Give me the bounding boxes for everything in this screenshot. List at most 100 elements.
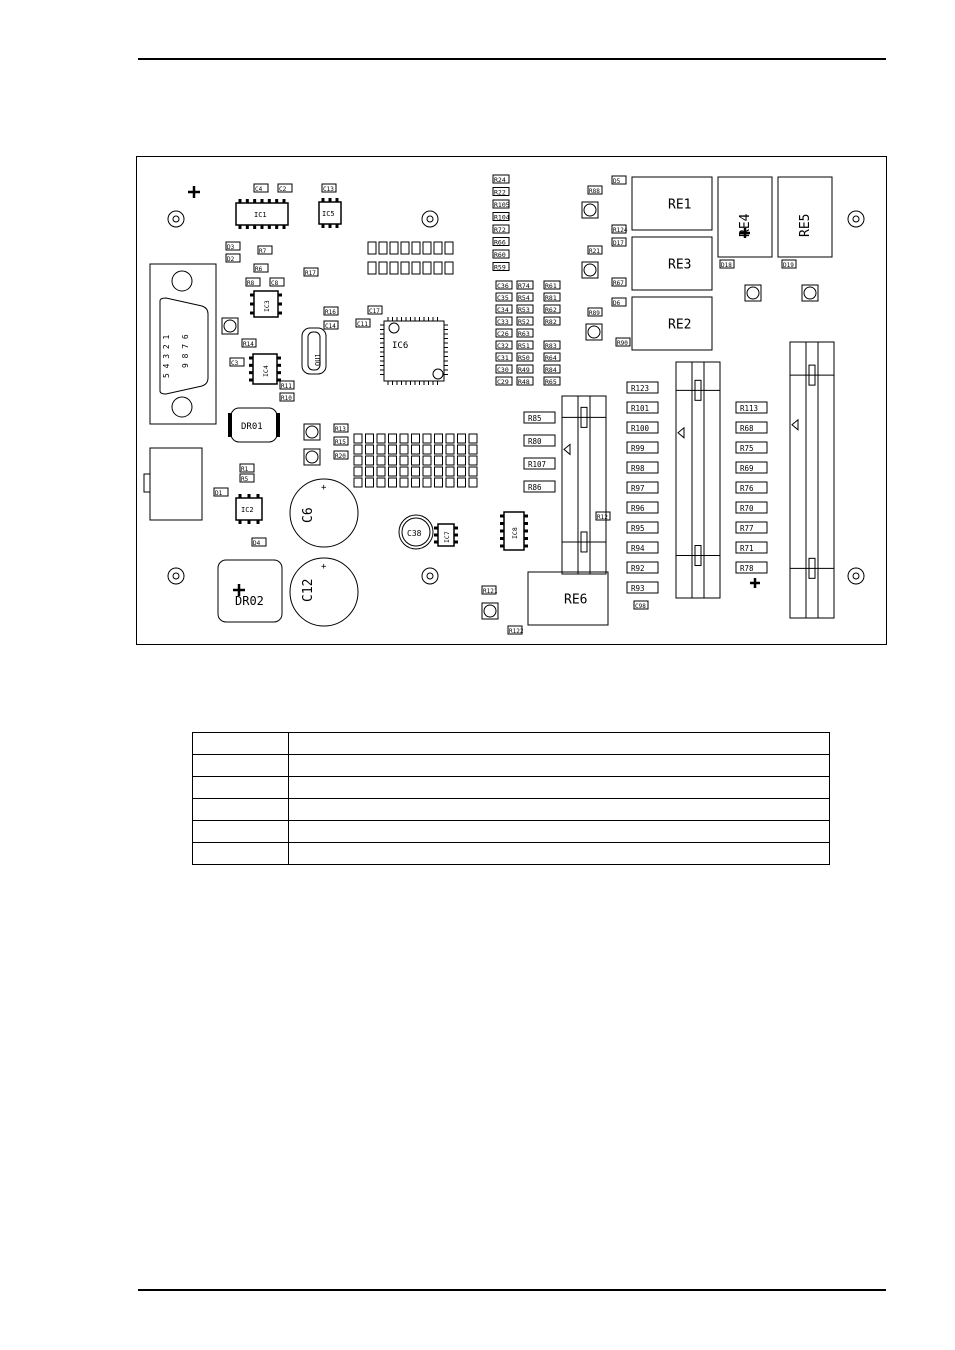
resistor-label: R107	[528, 460, 546, 469]
relay-label: RE1	[668, 198, 691, 213]
smd-body	[245, 277, 261, 287]
ic-ic5: IC5	[318, 198, 342, 228]
smd-label: D5	[613, 178, 621, 185]
smd-pad	[389, 241, 399, 255]
relay-label: RE5	[798, 214, 813, 237]
smd-pad	[376, 444, 386, 455]
resistor-body	[735, 441, 768, 454]
smd-label: C29	[497, 378, 509, 386]
terminal-block-2	[675, 361, 721, 599]
resistor-body	[523, 434, 556, 447]
label-r1: R1	[239, 463, 255, 473]
led-group	[221, 201, 819, 620]
resistor-label: R113	[740, 404, 758, 413]
smd-body	[495, 316, 513, 326]
relay-re2: RE2	[631, 296, 713, 351]
resistor-r92: R92	[626, 561, 659, 574]
smd-label: R20	[335, 453, 346, 460]
smd-label: C2	[279, 186, 287, 193]
relay-label: RE3	[668, 258, 691, 273]
smd-body	[239, 463, 255, 473]
resistor-label: R75	[740, 444, 754, 453]
label-c11: C11	[355, 318, 371, 328]
relay-label: RE4	[738, 213, 753, 237]
resistor-r94: R94	[626, 541, 659, 554]
smd-body	[229, 357, 245, 367]
smd-pad	[411, 455, 420, 466]
smd-body	[492, 199, 510, 209]
table-cell-value	[288, 820, 830, 843]
resistor-body	[735, 501, 768, 514]
smd-label: R5	[241, 476, 249, 483]
smd-body	[495, 364, 513, 374]
smd-r59: R59	[492, 262, 510, 272]
resistor-body	[735, 561, 768, 574]
resistor-r70: R70	[735, 501, 768, 514]
resistor-body	[626, 381, 659, 394]
smd-body	[516, 376, 534, 386]
smd-label: D19	[783, 262, 794, 269]
smd-c33: C33	[495, 316, 513, 326]
resistor-r95: R95	[626, 521, 659, 534]
smd-label: R83	[545, 342, 557, 350]
smd-body	[321, 183, 337, 193]
smd-label: R63	[518, 330, 530, 338]
smd-body	[719, 259, 735, 269]
smd-label: R52	[518, 318, 530, 326]
smd-pad	[388, 466, 397, 477]
smd-body	[516, 364, 534, 374]
smd-label: C35	[497, 294, 509, 302]
smd-body	[492, 237, 510, 246]
smd-body	[225, 253, 241, 263]
resistor-body	[735, 401, 768, 414]
polarity-marks	[188, 186, 760, 596]
label-r17: R17	[303, 267, 319, 277]
smd-body	[269, 277, 285, 287]
resistor-r100: R100	[626, 421, 659, 434]
resistor-body	[626, 561, 659, 574]
smd-pad	[434, 444, 443, 455]
smd-label: R84	[545, 366, 557, 374]
smd-body	[543, 316, 561, 326]
resistor-r75: R75	[735, 441, 768, 454]
smd-pad	[353, 477, 363, 488]
smd-label: R8	[247, 280, 255, 287]
smd-label: R1	[241, 466, 249, 473]
smd-label: R48	[518, 378, 530, 386]
resistor-body	[735, 481, 768, 494]
resistor-body	[523, 411, 556, 424]
smd-pad	[457, 477, 466, 488]
relay-body	[777, 176, 833, 258]
smd-pad	[468, 477, 478, 488]
smd-body	[303, 267, 319, 277]
smd-body	[277, 183, 293, 193]
relay-re4: RE4	[717, 176, 773, 258]
ic-label: IC4	[262, 365, 270, 377]
smd-label: R12	[597, 514, 608, 521]
choke-label: DR01	[241, 422, 263, 432]
smd-label: R64	[545, 354, 557, 362]
resistor-label: R94	[631, 544, 645, 553]
smd-body	[516, 328, 534, 338]
table-cell-value	[288, 798, 830, 821]
smd-label: D3	[227, 244, 235, 251]
smd-body	[611, 297, 627, 307]
smd-pad	[388, 433, 397, 444]
label-c98: C98	[633, 600, 649, 610]
smd-pad	[422, 241, 432, 255]
resistor-label: R86	[528, 483, 542, 492]
ic-ic8: IC8	[500, 511, 528, 551]
smd-pad	[353, 466, 363, 477]
resistor-body	[626, 521, 659, 534]
smd-body	[253, 263, 269, 273]
smd-body	[495, 280, 513, 290]
pushbutton-9	[481, 602, 499, 620]
smd-pad	[376, 466, 386, 477]
smd-body	[633, 600, 649, 610]
smd-label: R6	[255, 266, 263, 273]
resistor-label: R80	[528, 437, 542, 446]
label-r16: R16	[323, 306, 339, 316]
table-row	[192, 820, 830, 843]
smd-body	[251, 537, 267, 547]
